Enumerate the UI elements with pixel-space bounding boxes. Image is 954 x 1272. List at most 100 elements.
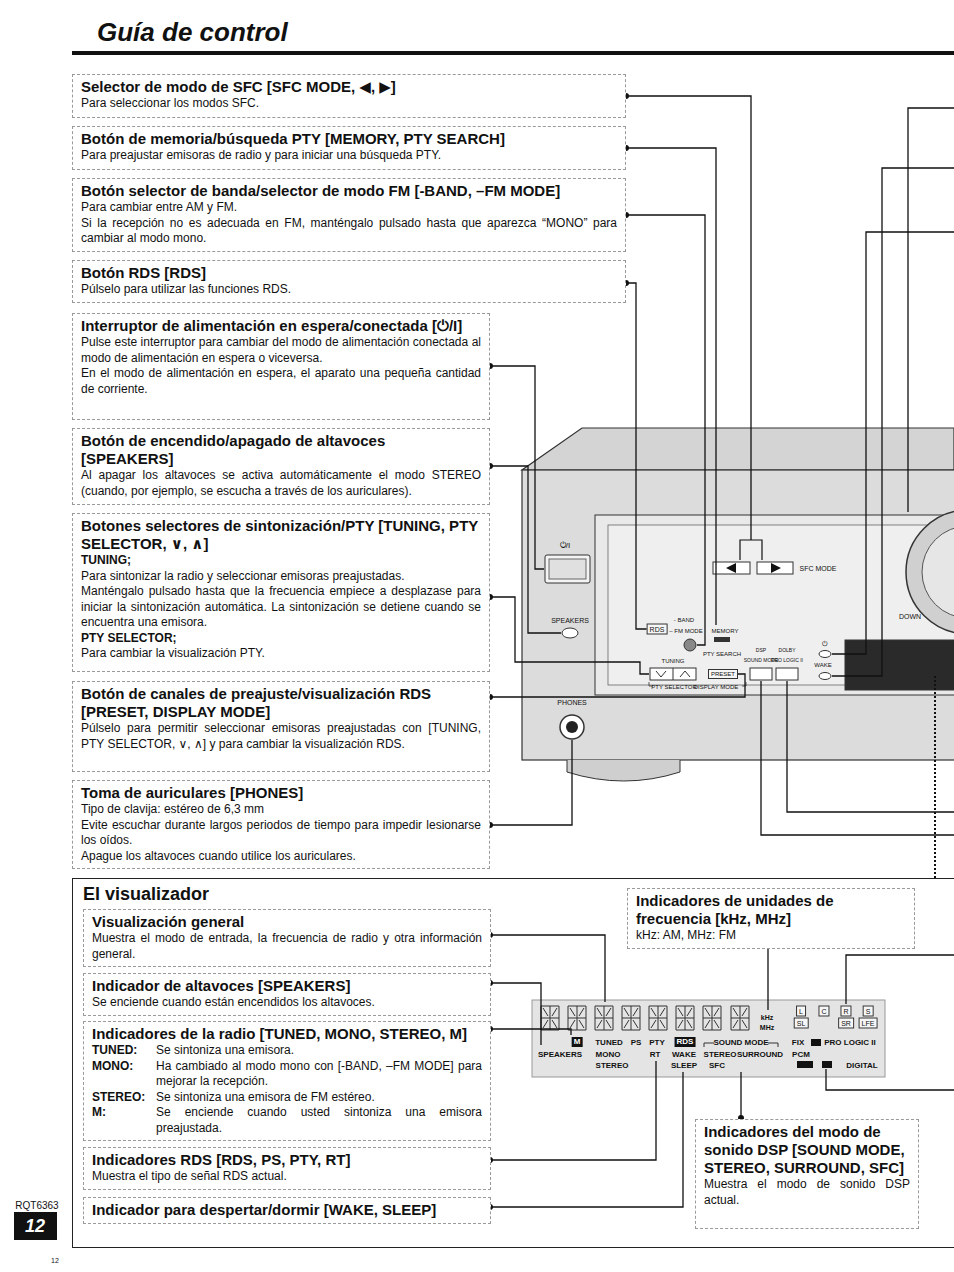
callout-text: TUNED: (92, 1043, 156, 1059)
callout-text: Manténgalo pulsado hasta que la frecuenc… (81, 584, 481, 631)
part-label: PTY (649, 1039, 665, 1047)
part-label: MEMORY (712, 628, 739, 634)
part-label: SL (794, 1018, 809, 1029)
part-label: RDS (675, 1037, 696, 1047)
callout-heading: Indicadores de la radio [TUNED, MONO, ST… (92, 1025, 482, 1043)
part-label: PS (631, 1039, 642, 1047)
part-label: S (863, 1006, 874, 1017)
part-label: PHONES (557, 699, 587, 706)
part-label: RQT6363 (15, 1201, 58, 1211)
callout-text: STEREO: (92, 1090, 156, 1106)
leader-line (626, 96, 751, 540)
part-label: R (840, 1006, 851, 1017)
display-section: Visualización generalMuestra el modo de … (72, 878, 954, 1248)
part-label: LFE (859, 1018, 878, 1029)
leader-line (490, 740, 572, 825)
part-label: WAKE (672, 1051, 696, 1059)
callout-text: En el modo de alimentación en espera, el… (81, 366, 481, 397)
part-label: SR (838, 1018, 854, 1029)
callout-heading: Botones selectores de sintonización/PTY … (81, 517, 481, 553)
callout-box: Selector de modo de SFC [SFC MODE, ◀, ▶]… (72, 74, 626, 118)
callout-heading: Toma de auriculares [PHONES] (81, 784, 481, 802)
part-label: SFC (709, 1062, 725, 1070)
segment-digits (541, 1006, 749, 1030)
part-label: PTY SEARCH (703, 651, 741, 657)
callout-heading: Interruptor de alimentación en espera/co… (81, 317, 481, 335)
segment-digit (731, 1006, 749, 1030)
leader-line (740, 1072, 741, 1118)
callout-box: Visualización generalMuestra el modo de … (83, 909, 491, 967)
part-label: PCM (792, 1051, 810, 1059)
leader-line (490, 674, 745, 697)
leader-line (490, 983, 541, 1045)
callout-text: Se enciende cuando usted sintoniza una e… (156, 1105, 482, 1136)
part-label: FIX (792, 1039, 804, 1047)
callout-text: Tipo de clavija: estéreo de 6,3 mm (81, 802, 481, 818)
callout-text: kHz: AM, MHz: FM (636, 928, 906, 944)
callout-text: Para sintonizar la radio y seleccionar e… (81, 569, 481, 585)
receiver-drawing (522, 428, 954, 878)
part-label: ⏻/I (560, 542, 570, 550)
segment-digit (541, 1006, 559, 1030)
part-label: DOWN (899, 613, 921, 620)
leader-line (626, 148, 716, 625)
leader-line (832, 168, 954, 676)
callout-text: PTY SELECTOR; (81, 631, 481, 647)
leader-line (761, 681, 954, 835)
segment-digit (568, 1006, 586, 1030)
callout-text: Evite escuchar durante largos periodos d… (81, 818, 481, 849)
callout-heading: Botón de memoria/búsqueda PTY [MEMORY, P… (81, 130, 617, 148)
callout-text: Púlselo para utilizar las funciones RDS. (81, 282, 617, 298)
callout-box: Botón selector de banda/selector de modo… (72, 178, 626, 252)
callout-text: Muestra el modo de sonido DSP actual. (704, 1177, 910, 1208)
display-drawing (532, 1000, 885, 1077)
callout-box: Botón de encendido/apagado de altavoces … (72, 428, 490, 505)
callout-box: Indicador para despertar/dormir [WAKE, S… (83, 1197, 491, 1224)
leader-line (490, 597, 649, 674)
callout-text: Para cambiar la visualización PTY. (81, 646, 481, 662)
callout-box: Indicadores de la radio [TUNED, MONO, ST… (83, 1021, 491, 1141)
part-label: STEREO (596, 1062, 629, 1070)
part-label: PTY SELECTOR (651, 684, 696, 690)
part-label: 12 (25, 1217, 45, 1235)
part-label: PRO LOGIC II (824, 1039, 876, 1047)
callout-heading: El visualizador (83, 883, 209, 905)
indicator-table: TUNED:Se sintoniza una emisora.MONO:Ha c… (92, 1043, 482, 1136)
part-label: C (818, 1006, 829, 1017)
callout-text: TUNING; (81, 553, 481, 569)
leader-line (767, 945, 768, 1010)
part-label: SURROUND (737, 1051, 783, 1059)
part-label: WAKE (814, 662, 831, 668)
callout-box: Indicadores de unidades de frecuencia [k… (627, 888, 915, 949)
part-label: TUNED (595, 1039, 623, 1047)
callout-box: Botón de memoria/búsqueda PTY [MEMORY, P… (72, 126, 626, 170)
callout-box: Botones selectores de sintonización/PTY … (72, 513, 490, 672)
callout-box: Interruptor de alimentación en espera/co… (72, 313, 490, 420)
part-label: DSP (756, 648, 766, 653)
callout-text: Si la recepción no es adecuada en FM, ma… (81, 216, 617, 247)
callout-box: Botón de canales de preajuste/visualizac… (72, 681, 490, 772)
part-label: SPEAKERS (538, 1051, 582, 1059)
part-label: SOUND MODE (713, 1039, 768, 1047)
part-label: STEREO (704, 1051, 737, 1059)
callout-heading: Botón de canales de preajuste/visualizac… (81, 685, 481, 721)
callout-heading: Visualización general (92, 913, 482, 931)
callout-text: M: (92, 1105, 156, 1136)
callout-box: Indicador de altavoces [SPEAKERS]Se enci… (83, 973, 491, 1016)
leader-line (490, 366, 544, 569)
callout-heading: Botón selector de banda/selector de modo… (81, 182, 617, 200)
callout-heading: Indicadores de unidades de frecuencia [k… (636, 892, 906, 928)
part-label: SPEAKERS (551, 617, 589, 624)
callout-heading: Indicador de altavoces [SPEAKERS] (92, 977, 482, 995)
segment-digit (595, 1006, 613, 1030)
callout-text: Apague los altavoces cuando utilice los … (81, 849, 481, 865)
callout-box: Botón RDS [RDS]Púlselo para utilizar las… (72, 260, 626, 303)
segment-digit (676, 1006, 694, 1030)
leader-line (626, 283, 647, 629)
title-rule (72, 51, 954, 55)
part-label: TUNING (662, 658, 685, 664)
leader-line (832, 232, 954, 654)
callout-box: Toma de auriculares [PHONES]Tipo de clav… (72, 780, 490, 869)
callout-text: Para preajustar emisoras de radio y para… (81, 148, 617, 164)
callout-text: Se enciende cuando están encendidos los … (92, 995, 482, 1011)
